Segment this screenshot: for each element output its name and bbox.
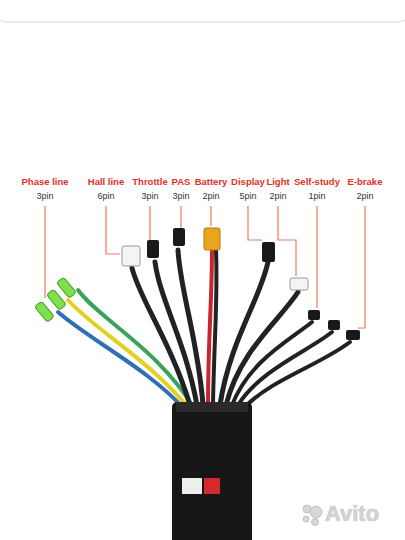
pin-count: 5pin	[239, 192, 256, 202]
pin-count: 3pin	[172, 192, 189, 202]
pin-count: 3pin	[141, 192, 158, 202]
watermark-logo	[303, 505, 322, 526]
wires	[58, 250, 350, 410]
pin-count: 3pin	[36, 192, 53, 202]
pin-count: 2pin	[202, 192, 219, 202]
card-edge	[0, 0, 405, 22]
watermark: Avito	[325, 502, 379, 526]
connector-name: Hall line	[88, 177, 124, 187]
leader-lines	[45, 206, 365, 328]
connector-name: Phase line	[22, 177, 69, 187]
pin-count: 6pin	[97, 192, 114, 202]
pin-count: 2pin	[356, 192, 373, 202]
connector-name: Display	[231, 177, 265, 187]
pin-count: 2pin	[269, 192, 286, 202]
connectors	[35, 228, 360, 340]
controller-box	[172, 402, 252, 540]
connector-name: PAS	[172, 177, 191, 187]
connector-name: Self-study	[294, 177, 340, 187]
connector-name: Throttle	[132, 177, 167, 187]
connector-name: Light	[266, 177, 289, 187]
connector-name: Battery	[195, 177, 228, 187]
connector-name: E-brake	[348, 177, 383, 187]
pin-count: 1pin	[308, 192, 325, 202]
